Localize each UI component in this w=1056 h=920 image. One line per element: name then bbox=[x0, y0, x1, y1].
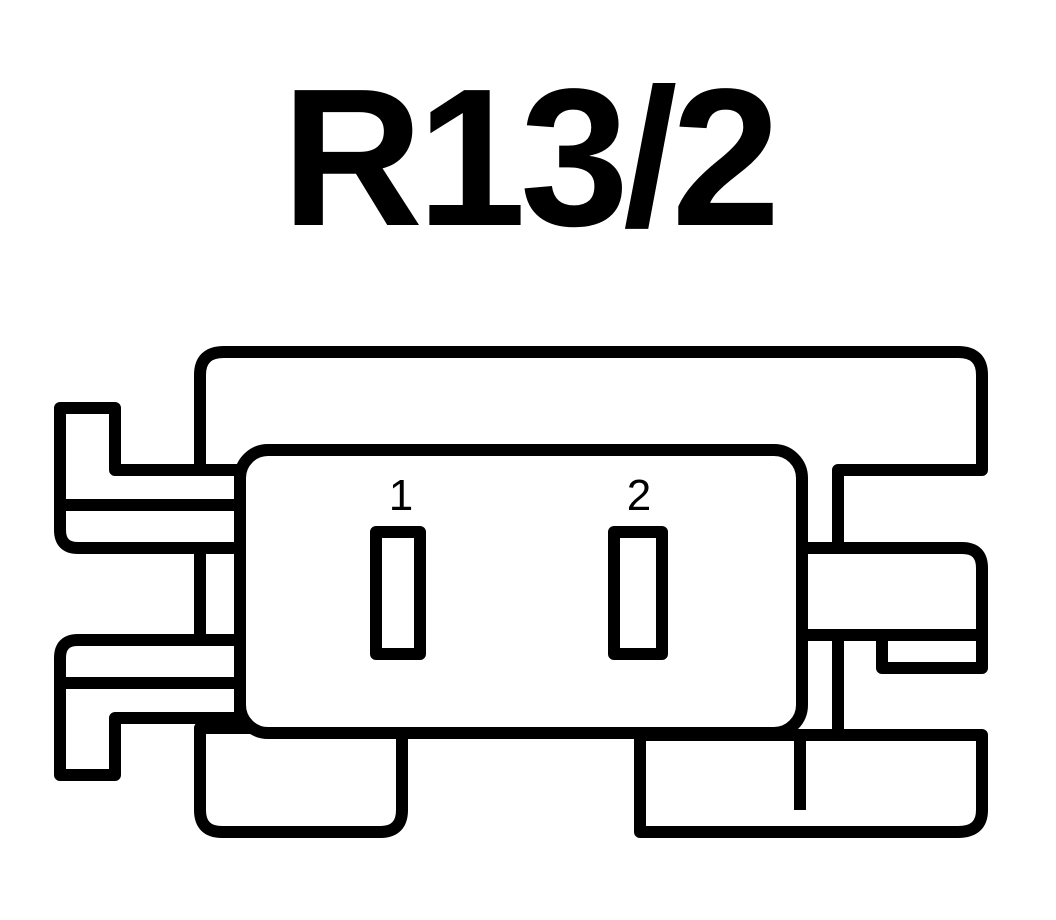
left-upper-latch bbox=[54, 402, 246, 554]
pin-1-label: 1 bbox=[389, 471, 413, 520]
connector-face bbox=[234, 444, 808, 739]
bottom-left-foot bbox=[194, 722, 408, 838]
bottom-right-foot bbox=[634, 729, 988, 838]
pin-1-terminal bbox=[370, 526, 426, 660]
pin-2-label: 2 bbox=[627, 471, 651, 520]
right-middle-latch bbox=[794, 542, 988, 674]
connector-title: R13/2 bbox=[281, 48, 780, 267]
pin-2-terminal bbox=[608, 526, 668, 660]
left-lower-latch bbox=[54, 634, 246, 781]
